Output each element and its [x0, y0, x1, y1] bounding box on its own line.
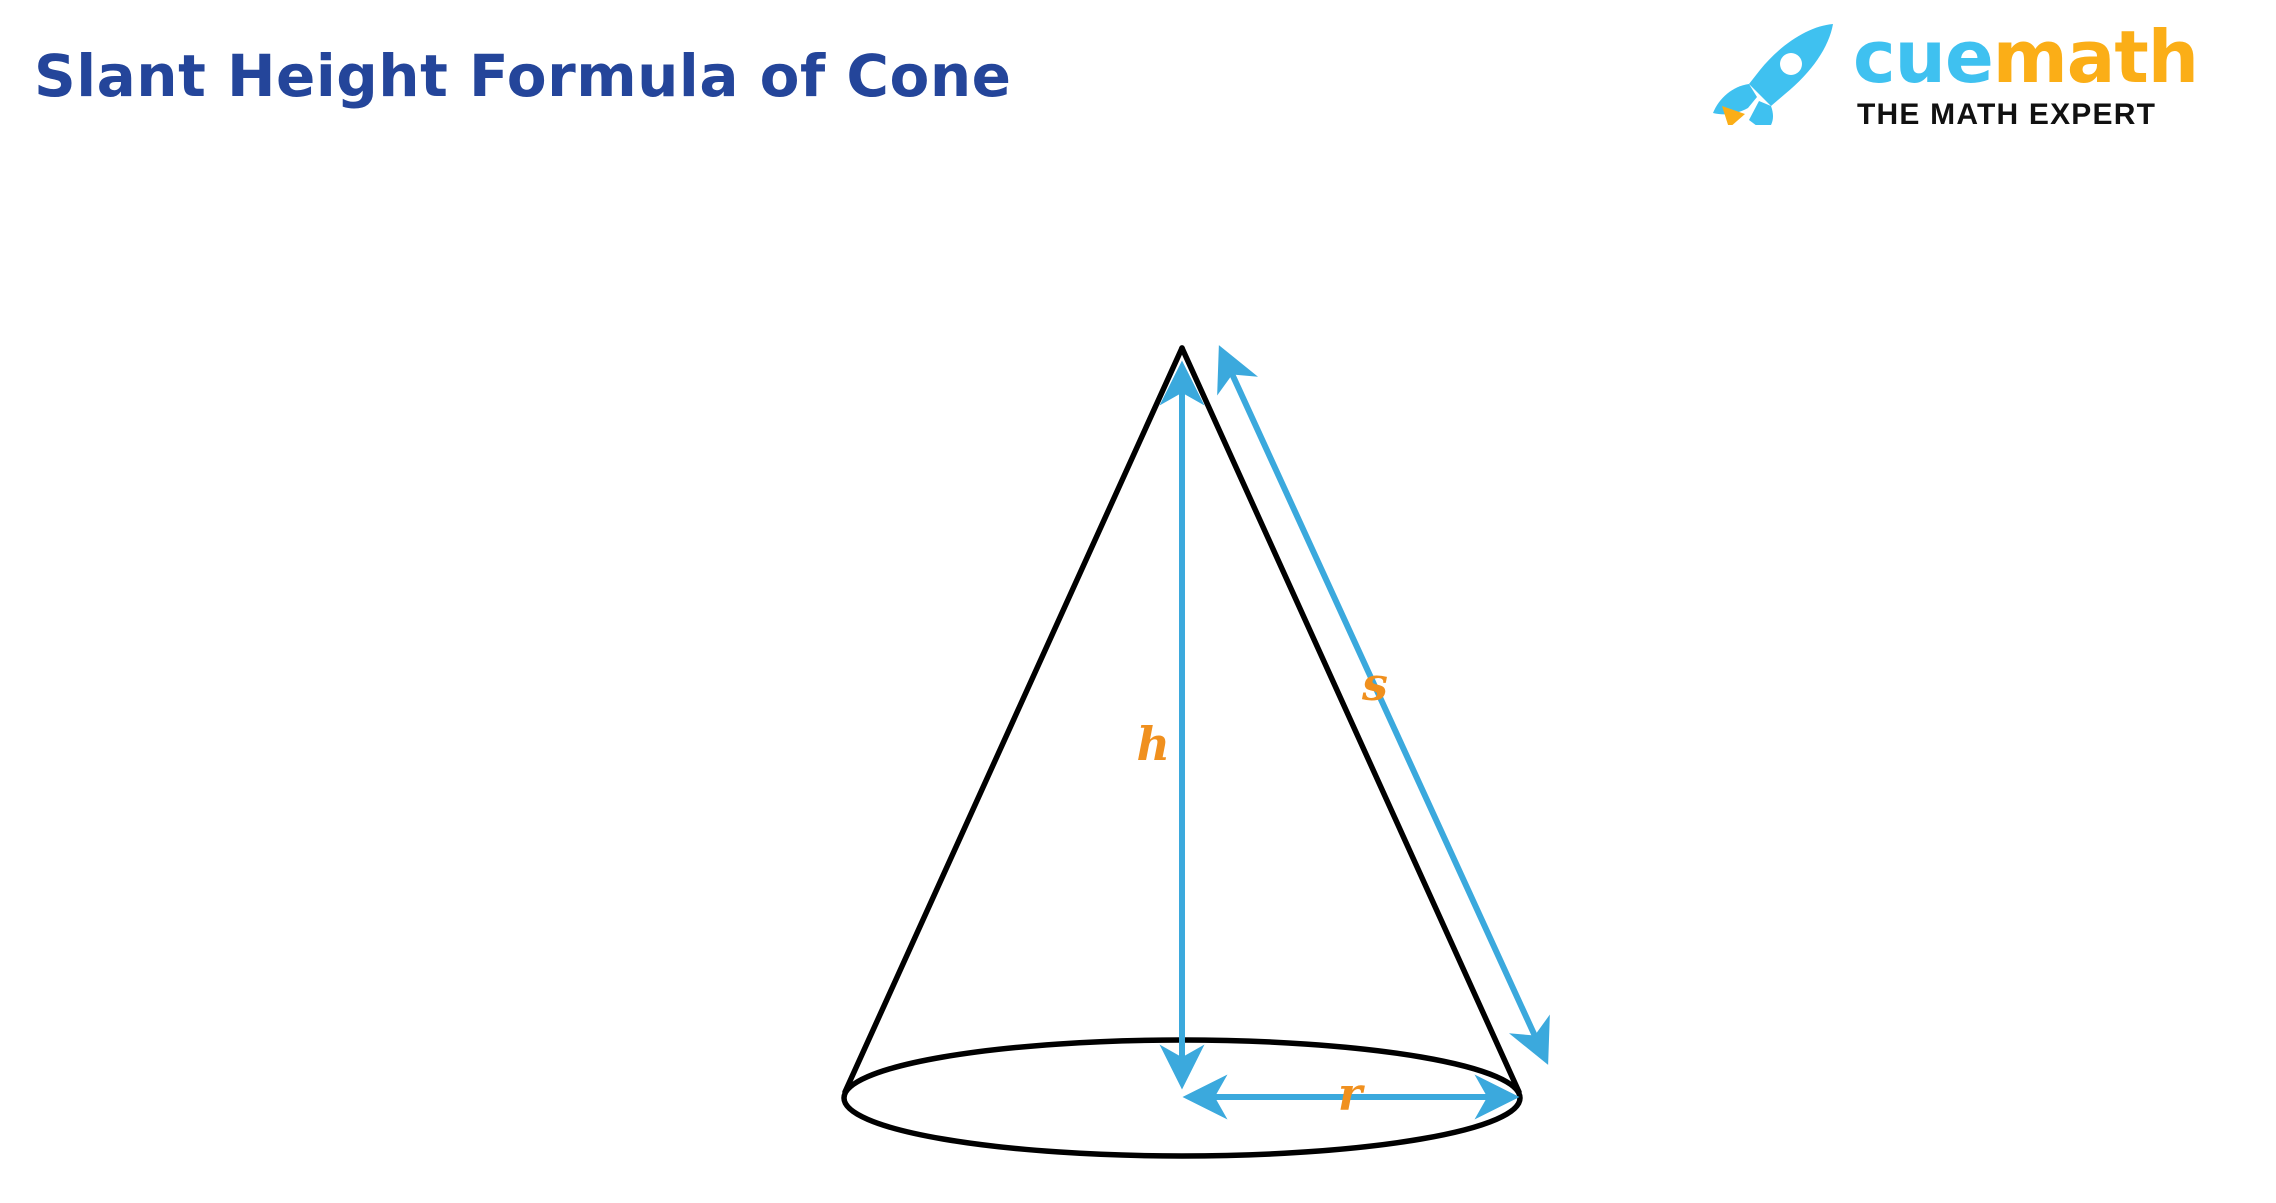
page-title: Slant Height Formula of Cone — [34, 42, 1012, 110]
cuemath-logo: cuemath THE MATH EXPERT — [1705, 18, 2253, 131]
height-label: h — [1137, 717, 1170, 771]
logo-word-cue: cue — [1853, 15, 1994, 99]
logo-tagline: THE MATH EXPERT — [1857, 98, 2157, 131]
logo-wordmark: cuemath — [1853, 18, 2253, 96]
radius-label: r — [1338, 1067, 1366, 1121]
slant-label: s — [1361, 657, 1388, 711]
cone-right-side — [1179, 345, 1522, 1095]
rocket-icon — [1713, 24, 1833, 125]
cone-left-side — [842, 345, 1185, 1095]
slant-dimension-arrow — [1217, 345, 1550, 1065]
logo-word-math: math — [1992, 15, 2199, 99]
